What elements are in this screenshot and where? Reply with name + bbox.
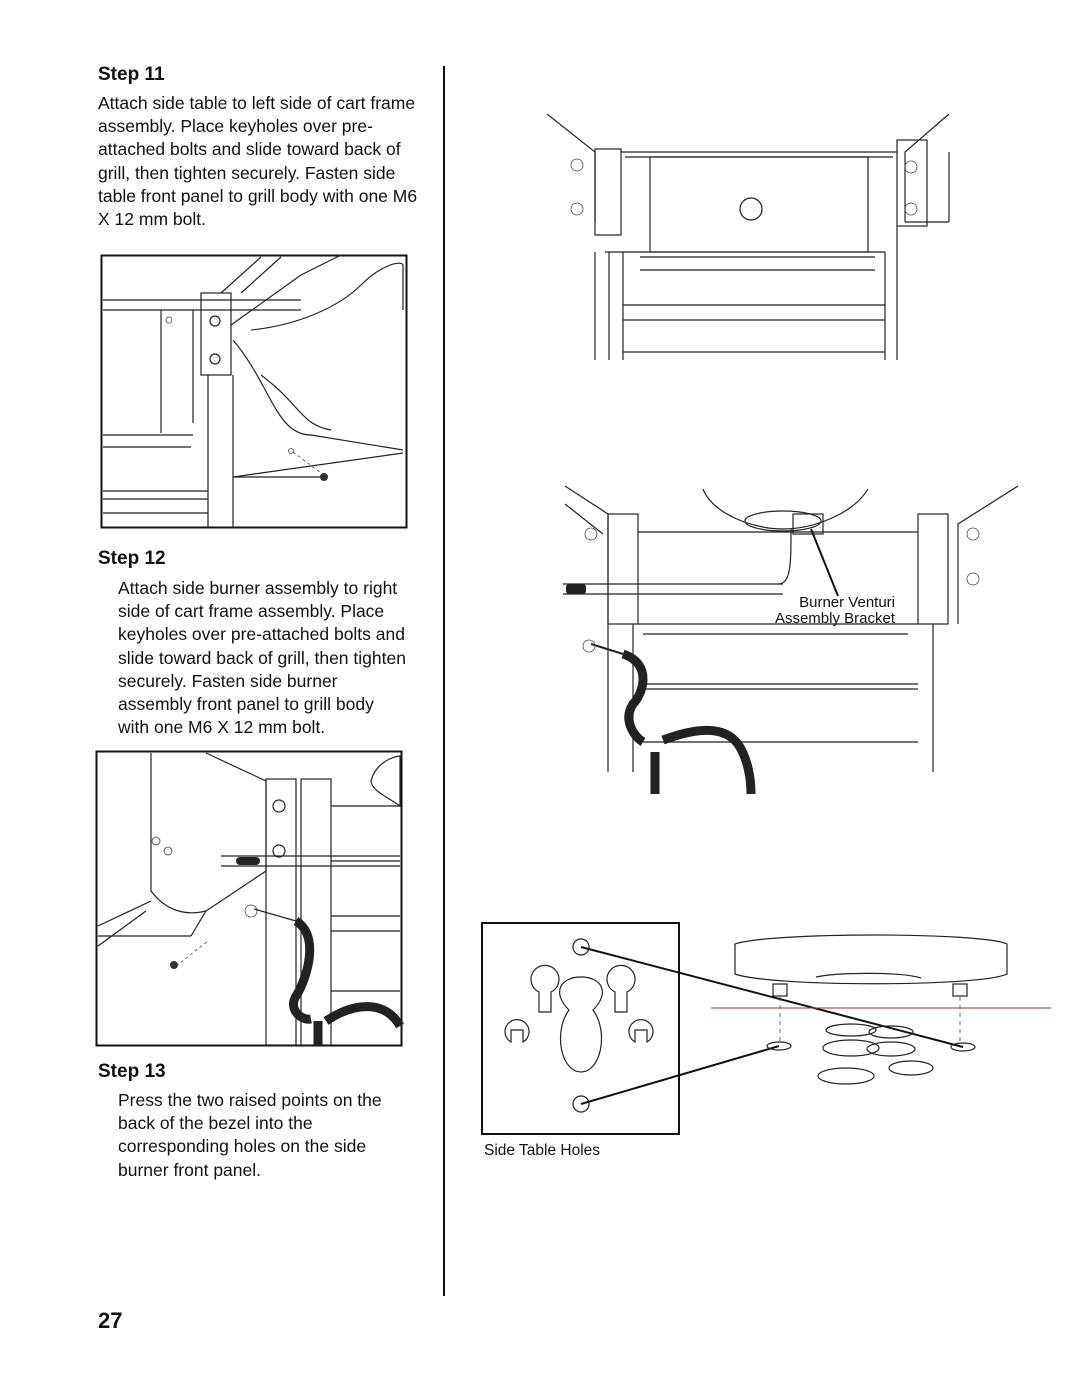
page-number: 27 — [98, 1308, 123, 1333]
step-12-title: Step 12 — [98, 548, 166, 569]
step-11-title: Step 11 — [98, 64, 165, 85]
step-11-illustration — [100, 254, 408, 529]
column-divider — [443, 66, 445, 1296]
burner-venturi-illustration — [563, 485, 1019, 795]
step-12-illustration — [95, 750, 404, 1047]
grill-frame-illustration — [546, 113, 950, 360]
burner-venturi-label-line1: Burner Venturi — [799, 594, 895, 611]
burner-venturi-label-line2: Assembly Bracket — [774, 610, 895, 627]
step-13-text: Press the two raised points on the back … — [118, 1090, 382, 1180]
step-13-title: Step 13 — [98, 1061, 166, 1082]
step-11-text: Attach side table to left side of cart f… — [98, 93, 418, 230]
step-12-text: Attach side burner assembly to right sid… — [118, 578, 406, 738]
side-table-holes-caption: Side Table Holes — [484, 1142, 601, 1159]
side-table-holes-illustration — [481, 922, 1051, 1135]
